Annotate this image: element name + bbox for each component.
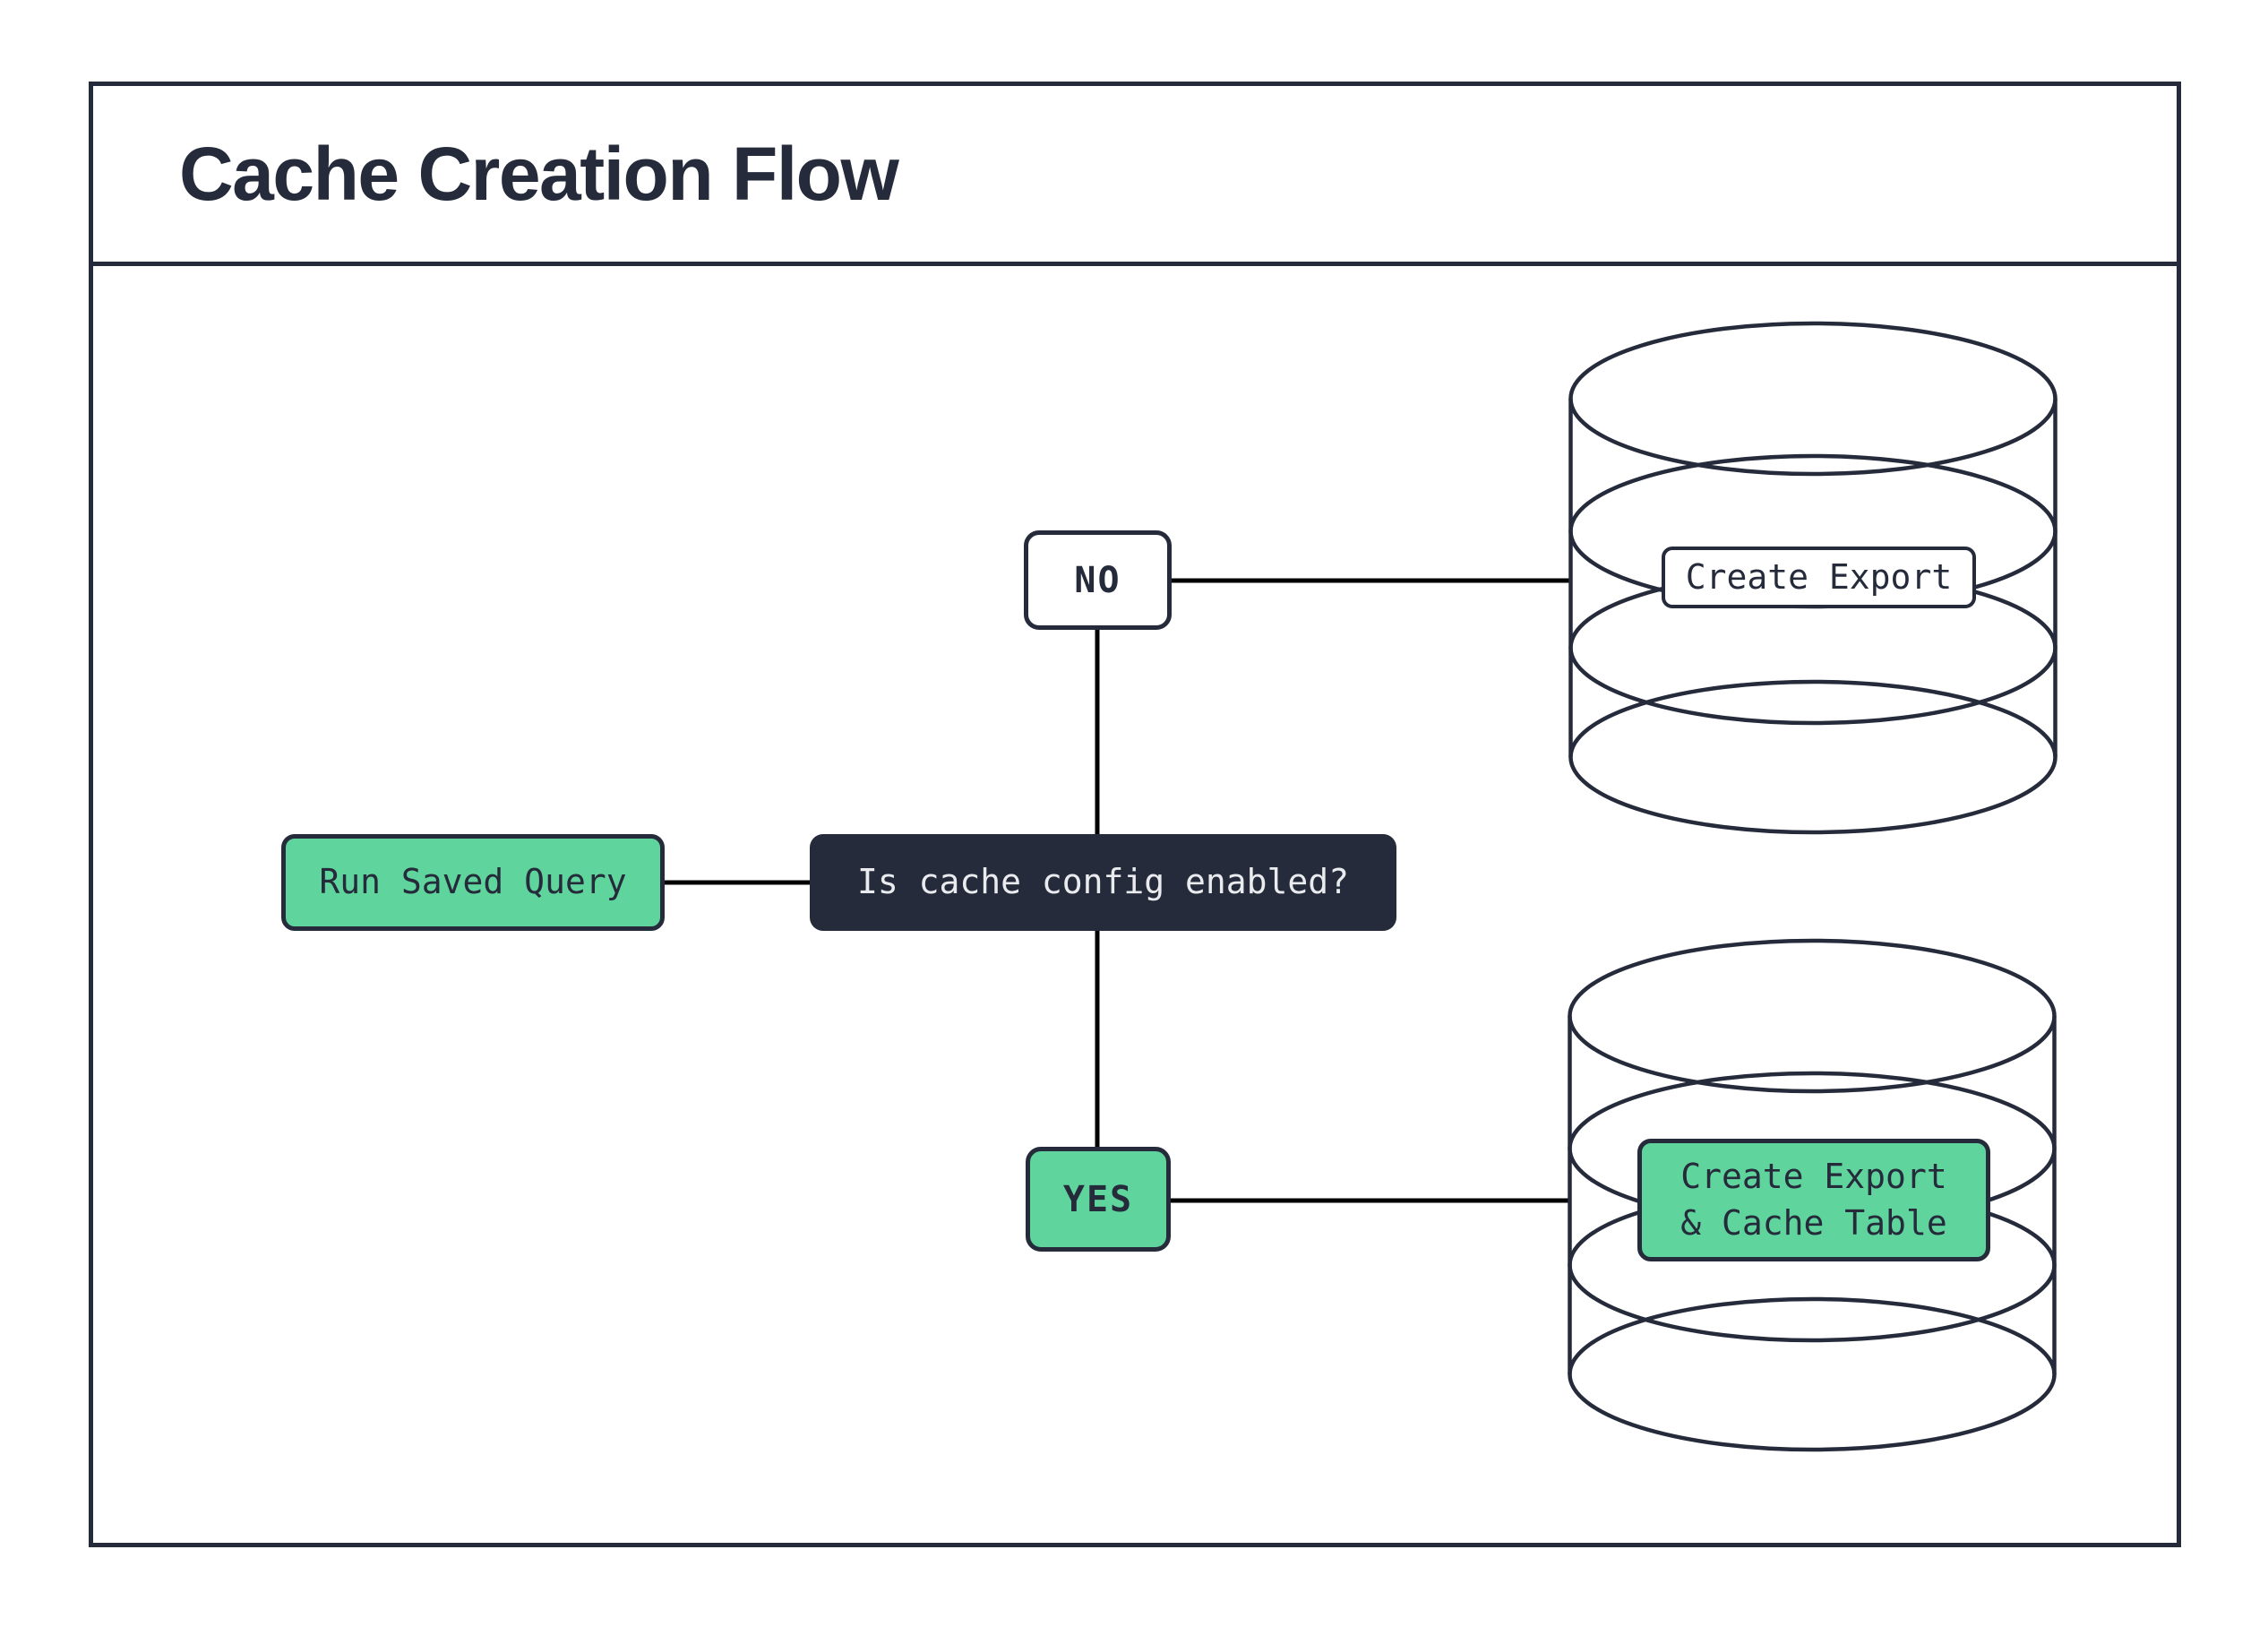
node-run-saved-query-label: Run Saved Query — [319, 862, 627, 902]
node-create-export-cache-table: Create Export & Cache Table — [1637, 1139, 1990, 1261]
diagram-frame: Cache Creation Flow — [89, 82, 2181, 1547]
node-branch-no-label: NO — [1074, 559, 1121, 601]
node-branch-yes: YES — [1026, 1147, 1171, 1252]
node-create-export-cache-line1: Create Export — [1680, 1157, 1947, 1197]
node-create-export: Create Export — [1662, 547, 1976, 608]
node-branch-no: NO — [1024, 530, 1172, 630]
node-create-export-cache-line2: & Cache Table — [1680, 1202, 1947, 1243]
node-create-export-label: Create Export — [1685, 556, 1953, 597]
node-decision-cache-config: Is cache config enabled? — [810, 834, 1396, 931]
page-title: Cache Creation Flow — [179, 131, 899, 216]
diagram-header: Cache Creation Flow — [93, 86, 2177, 266]
node-run-saved-query: Run Saved Query — [281, 834, 665, 931]
node-decision-label: Is cache config enabled? — [856, 862, 1350, 902]
node-branch-yes-label: YES — [1062, 1178, 1134, 1220]
